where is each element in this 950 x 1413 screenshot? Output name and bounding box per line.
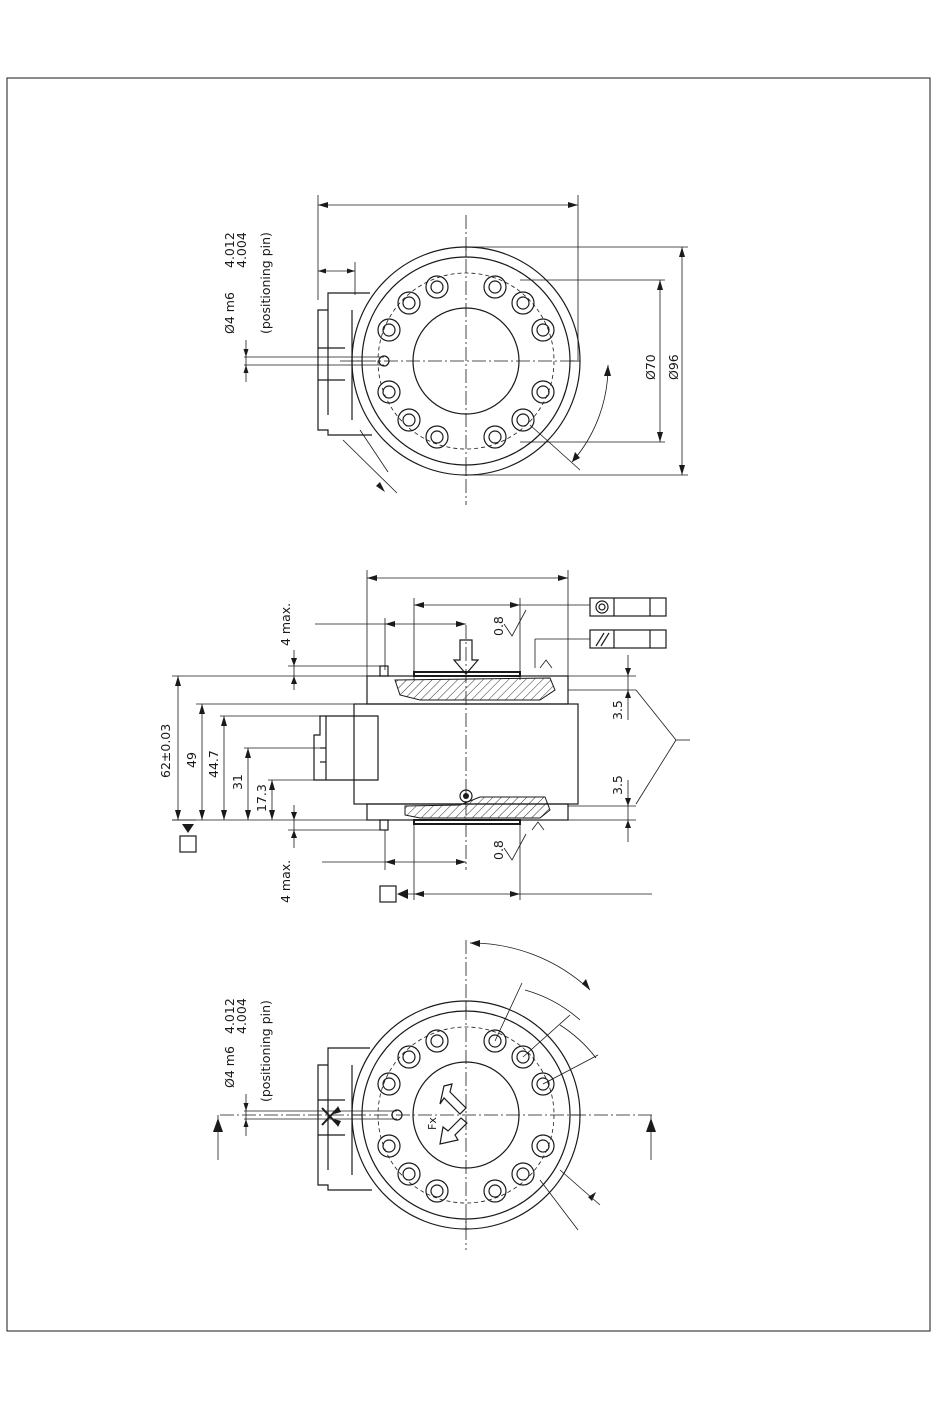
bottom-pin-note: (positioning pin) xyxy=(258,1000,273,1102)
side-view xyxy=(172,570,690,902)
top-dia-inner: Ø70 xyxy=(643,354,658,380)
top-dia-outer: Ø96 xyxy=(666,354,681,380)
top-pin-tol-lower: 4.004 xyxy=(234,232,249,268)
side-height-49: 49 xyxy=(184,752,199,768)
side-max-top: 4 max. xyxy=(278,603,293,646)
bottom-pin-dim: Ø4 m6 xyxy=(222,1046,237,1088)
side-height-total: 62±0.03 xyxy=(158,724,173,778)
side-height-447: 44.7 xyxy=(206,750,221,778)
top-pin-note: (positioning pin) xyxy=(258,232,273,334)
side-roughness-top: 0.8 xyxy=(491,616,506,636)
top-pin-dim: Ø4 m6 xyxy=(222,292,237,334)
side-depth-bottom: 3.5 xyxy=(610,775,625,795)
bottom-view xyxy=(213,940,656,1250)
side-height-31: 31 xyxy=(230,774,245,790)
side-height-173: 17.3 xyxy=(254,784,269,812)
side-max-bottom: 4 max. xyxy=(278,860,293,903)
side-depth-top: 3.5 xyxy=(610,700,625,720)
side-roughness-bottom: 0.8 xyxy=(491,840,506,860)
bottom-force-label: Fx xyxy=(426,1117,439,1130)
bottom-pin-tol-lower: 4.004 xyxy=(234,998,249,1034)
top-view xyxy=(244,195,689,505)
